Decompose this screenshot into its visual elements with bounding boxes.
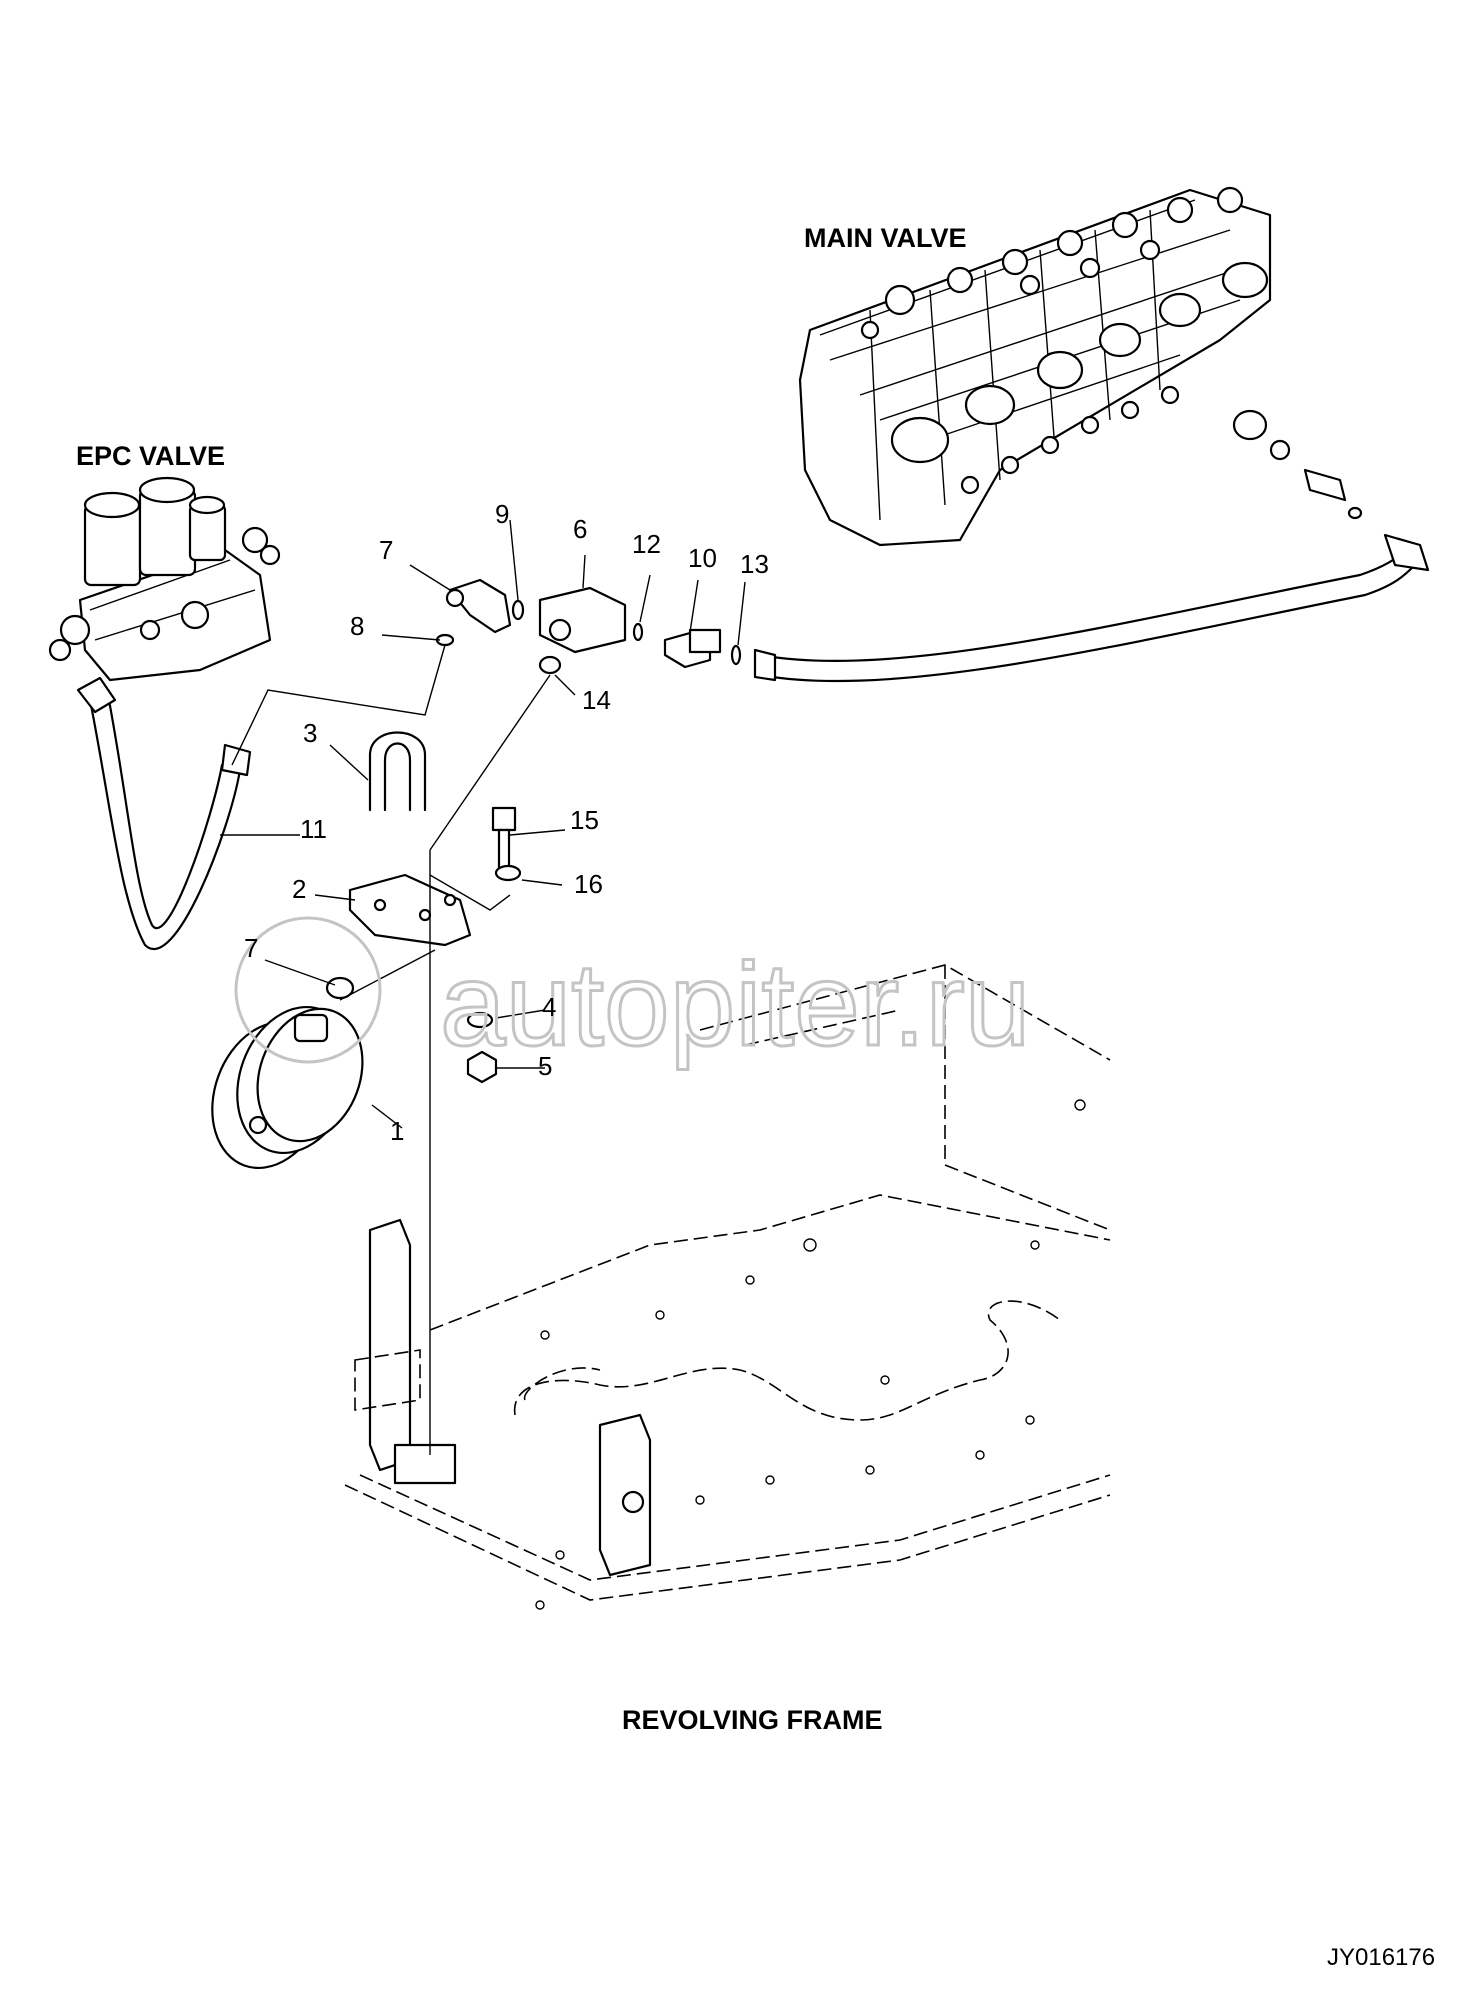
plug-part-14	[538, 655, 562, 675]
washer-part-4	[466, 1011, 494, 1029]
callout-5: 5	[538, 1051, 552, 1081]
bracket-part-2	[348, 873, 472, 947]
revolving-frame-label: REVOLVING FRAME	[622, 1705, 883, 1735]
o-ring-part-9	[511, 599, 525, 621]
callout-8: 8	[350, 611, 364, 641]
hose-11-drawing	[76, 676, 252, 950]
callout-14: 14	[582, 685, 611, 715]
connector-part-10	[663, 628, 722, 669]
watermark: autopiter.ru	[234, 916, 1032, 1073]
o-ring-part-13	[730, 644, 742, 666]
elbow-part-7	[445, 578, 512, 634]
callout-6: 6	[573, 514, 587, 544]
callout-3: 3	[303, 718, 317, 748]
callout-15: 15	[570, 805, 599, 835]
callout-7-plug: 7	[244, 933, 258, 963]
callout-12: 12	[632, 529, 661, 559]
epc-valve-label: EPC VALVE	[76, 441, 225, 471]
accumulator-part-1	[211, 1005, 364, 1170]
main-valve-hose	[753, 533, 1430, 683]
main-valve-label: MAIN VALVE	[804, 223, 967, 253]
assembly-lines	[231, 644, 551, 1455]
callout-10: 10	[688, 543, 717, 573]
tee-block-part-6	[538, 586, 627, 654]
callout-2: 2	[292, 874, 306, 904]
epc-valve-drawing	[48, 476, 281, 682]
callout-13: 13	[740, 549, 769, 579]
callout-7-elbow: 7	[379, 535, 393, 565]
callout-11: 11	[300, 814, 327, 844]
watermark-text: autopiter.ru	[440, 939, 1030, 1071]
main-valve-drawing	[798, 186, 1363, 547]
leader-lines	[220, 519, 746, 1129]
drawing-code: JY016176	[1327, 1944, 1435, 1971]
washer-part-16	[494, 864, 522, 882]
o-ring-part-12	[632, 622, 644, 642]
callout-9: 9	[495, 499, 509, 529]
nut-part-5	[466, 1050, 498, 1084]
callout-16: 16	[574, 869, 603, 899]
u-bolt-part-3	[368, 731, 427, 812]
callout-1: 1	[390, 1116, 404, 1146]
callout-4: 4	[542, 992, 556, 1022]
plug-part-7	[325, 976, 355, 1000]
revolving-frame-drawing	[344, 964, 1111, 1610]
bolt-part-15	[491, 806, 517, 872]
